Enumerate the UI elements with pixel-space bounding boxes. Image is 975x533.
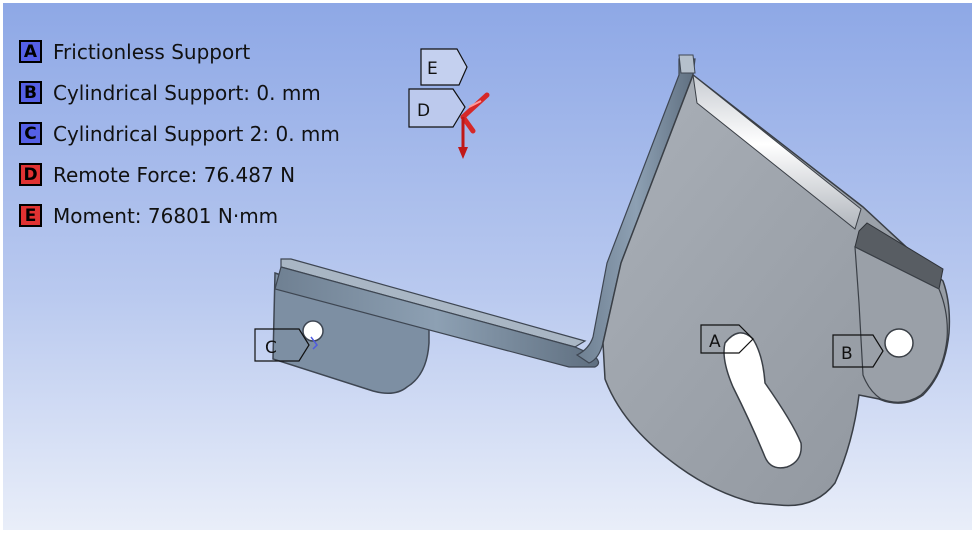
- hole-b[interactable]: [884, 328, 914, 358]
- legend-letter-box: E: [19, 204, 42, 227]
- tag-a[interactable]: A: [700, 324, 754, 354]
- tag-b[interactable]: B: [832, 334, 884, 368]
- tag-d-label: D: [417, 101, 430, 121]
- boundary-condition-legend: A Frictionless Support B Cylindrical Sup…: [19, 31, 340, 236]
- left-tab-face[interactable]: [272, 271, 430, 394]
- web-top-cap[interactable]: [678, 54, 696, 74]
- tag-b-label: B: [841, 344, 853, 364]
- legend-label: Cylindrical Support: 0. mm: [53, 80, 321, 105]
- tag-d[interactable]: D: [408, 88, 466, 128]
- right-flange-strip[interactable]: [854, 222, 944, 290]
- remote-force-arrow-icon: [458, 92, 490, 159]
- right-ear[interactable]: [854, 245, 948, 403]
- tag-e-label: E: [427, 59, 438, 79]
- legend-label: Frictionless Support: [53, 39, 251, 64]
- legend-item-cylindrical-support-2[interactable]: C Cylindrical Support 2: 0. mm: [19, 113, 340, 154]
- legend-letter-box: C: [19, 122, 42, 145]
- legend-letter-box: B: [19, 81, 42, 104]
- legend-label: Cylindrical Support 2: 0. mm: [53, 121, 340, 146]
- top-bend[interactable]: [692, 73, 862, 230]
- tag-c[interactable]: C: [254, 328, 318, 362]
- tag-e[interactable]: E: [420, 48, 468, 86]
- hole-a-slot[interactable]: [723, 332, 802, 469]
- legend-letter-box: A: [19, 40, 42, 63]
- bracket-model[interactable]: C A B E D: [3, 3, 972, 530]
- tag-c-label: C: [265, 338, 277, 358]
- legend-label: Remote Force: 76.487 N: [53, 162, 296, 187]
- tag-a-label: A: [709, 332, 721, 352]
- main-plate[interactable]: [602, 73, 951, 507]
- legend-item-frictionless-support[interactable]: A Frictionless Support: [19, 31, 340, 72]
- hole-c[interactable]: [302, 320, 324, 342]
- left-flange-top[interactable]: [280, 258, 587, 348]
- legend-letter-box: D: [19, 163, 42, 186]
- legend-item-remote-force[interactable]: D Remote Force: 76.487 N: [19, 154, 340, 195]
- legend-item-cylindrical-support[interactable]: B Cylindrical Support: 0. mm: [19, 72, 340, 113]
- legend-item-moment[interactable]: E Moment: 76801 N·mm: [19, 195, 340, 236]
- graphics-viewport[interactable]: A Frictionless Support B Cylindrical Sup…: [3, 3, 972, 530]
- legend-label: Moment: 76801 N·mm: [53, 203, 279, 228]
